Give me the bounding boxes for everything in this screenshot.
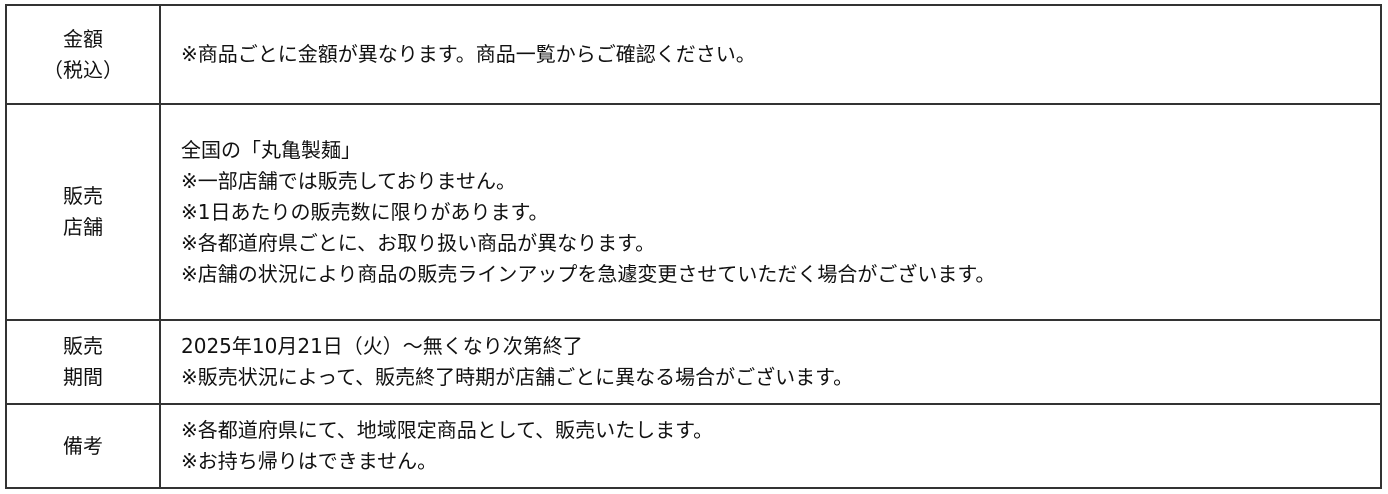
content-line: ※店舗の状況により商品の販売ラインアップを急遽変更させていただく場合がございます…: [181, 261, 996, 286]
content-line: ※各都道府県にて、地域限定商品として、販売いたします。: [181, 418, 714, 442]
header-line: （税込）: [43, 57, 123, 82]
content-line: ※お持ち帰りはできません。: [181, 449, 438, 473]
info-table: 金額 （税込） ※商品ごとに金額が異なります。商品一覧からご確認ください。 販売…: [5, 4, 1382, 489]
table-row-stores: 販売 店舗 全国の「丸亀製麺」 ※一部店舗では販売しておりません。 ※1日あたり…: [5, 103, 1382, 321]
row-header: 販売 店舗: [5, 103, 161, 321]
content-line: 2025年10月21日（火）～無くなり次第終了: [181, 334, 583, 358]
row-header: 販売 期間: [5, 319, 161, 405]
content-line: ※一部店舗では販売しておりません。: [181, 168, 516, 193]
header-line: 備考: [63, 433, 103, 458]
row-header: 備考: [5, 403, 161, 489]
content-line: 全国の「丸亀製麺」: [181, 137, 361, 162]
table-row-notes: 備考 ※各都道府県にて、地域限定商品として、販売いたします。 ※お持ち帰りはでき…: [5, 403, 1382, 489]
row-content: ※商品ごとに金額が異なります。商品一覧からご確認ください。: [159, 4, 1382, 105]
row-header: 金額 （税込）: [5, 4, 161, 105]
row-content: 2025年10月21日（火）～無くなり次第終了 ※販売状況によって、販売終了時期…: [159, 319, 1382, 405]
content-line: ※1日あたりの販売数に限りがあります。: [181, 199, 549, 224]
content-line: ※商品ごとに金額が異なります。商品一覧からご確認ください。: [181, 42, 756, 66]
header-line: 店舗: [63, 215, 103, 239]
header-line: 期間: [63, 365, 103, 389]
content-line: ※販売状況によって、販売終了時期が店舗ごとに異なる場合がございます。: [181, 365, 854, 389]
content-line: ※各都道府県ごとに、お取り扱い商品が異なります。: [181, 230, 656, 255]
row-content: 全国の「丸亀製麺」 ※一部店舗では販売しておりません。 ※1日あたりの販売数に限…: [159, 103, 1382, 321]
row-content: ※各都道府県にて、地域限定商品として、販売いたします。 ※お持ち帰りはできません…: [159, 403, 1382, 489]
header-line: 販売: [63, 334, 103, 358]
table-row-period: 販売 期間 2025年10月21日（火）～無くなり次第終了 ※販売状況によって、…: [5, 319, 1382, 405]
table-row-price: 金額 （税込） ※商品ごとに金額が異なります。商品一覧からご確認ください。: [5, 4, 1382, 105]
header-line: 金額: [63, 26, 103, 51]
header-line: 販売: [63, 184, 103, 208]
